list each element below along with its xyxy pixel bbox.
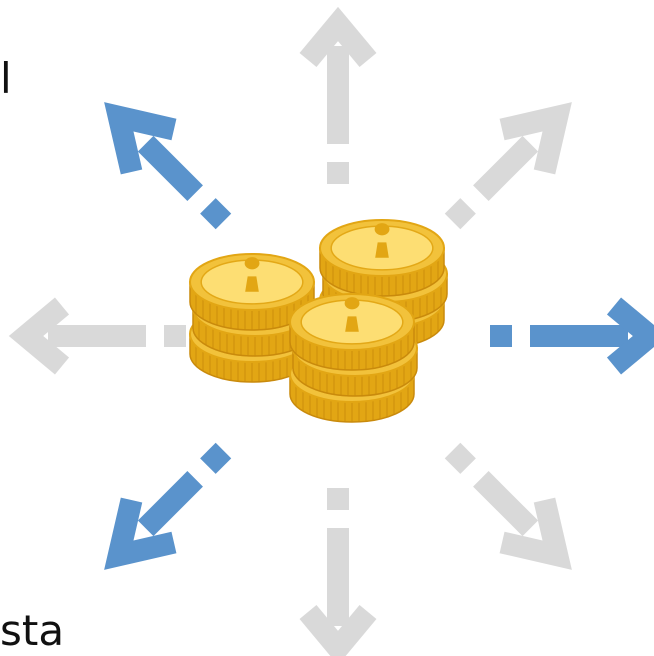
coin: [289, 293, 415, 371]
arrow-right-icon: [490, 297, 654, 375]
edge-text-top-left: l: [0, 54, 12, 103]
arrow-down-right-icon: [444, 442, 572, 570]
arrow-down-icon: [299, 488, 377, 656]
arrows-group: [8, 6, 654, 656]
arrow-down-left-icon: [104, 442, 232, 570]
arrow-up-left-icon: [104, 102, 232, 230]
coin: [319, 219, 445, 297]
edge-text-bottom-left: sta: [0, 606, 65, 655]
coin: [189, 253, 315, 331]
coin-stack: [289, 293, 418, 423]
coin-stack-icon: [189, 219, 448, 423]
arrow-left-icon: [8, 297, 186, 375]
arrow-up-icon: [299, 6, 377, 184]
arrow-up-right-icon: [444, 102, 572, 230]
